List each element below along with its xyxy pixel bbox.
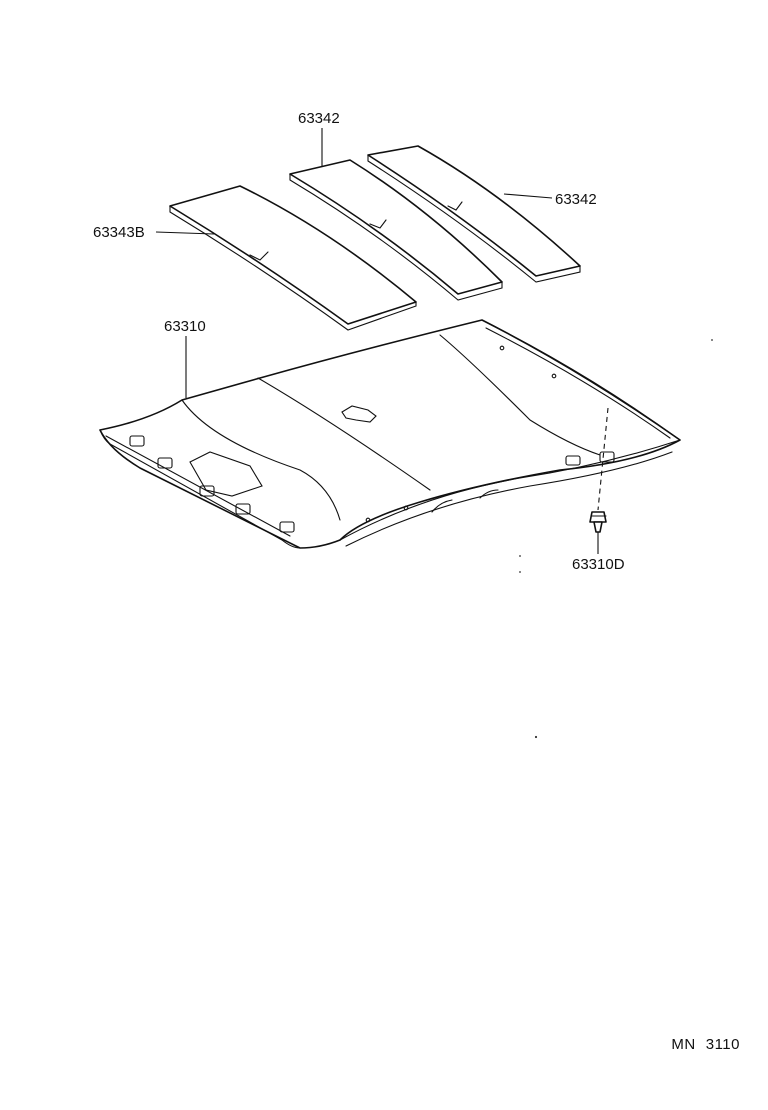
pad-left (169, 185, 417, 331)
callout-clip: 63310D (572, 556, 625, 573)
drawing-code: MN 3110 (661, 1036, 740, 1053)
scan-specks (519, 339, 713, 739)
leader-lines (155, 128, 599, 554)
headliner (99, 319, 681, 549)
drawing-code-prefix: MN (671, 1036, 696, 1053)
callout-headliner: 63310 (164, 318, 206, 335)
callout-pad-left: 63343B (93, 224, 145, 241)
pad-center (289, 159, 503, 301)
callout-pad-right: 63342 (555, 191, 597, 208)
callout-pad-center: 63342 (298, 110, 340, 127)
drawing-code-number: 3110 (705, 1036, 740, 1053)
pad-right (367, 145, 581, 283)
clip-fastener (589, 407, 609, 533)
